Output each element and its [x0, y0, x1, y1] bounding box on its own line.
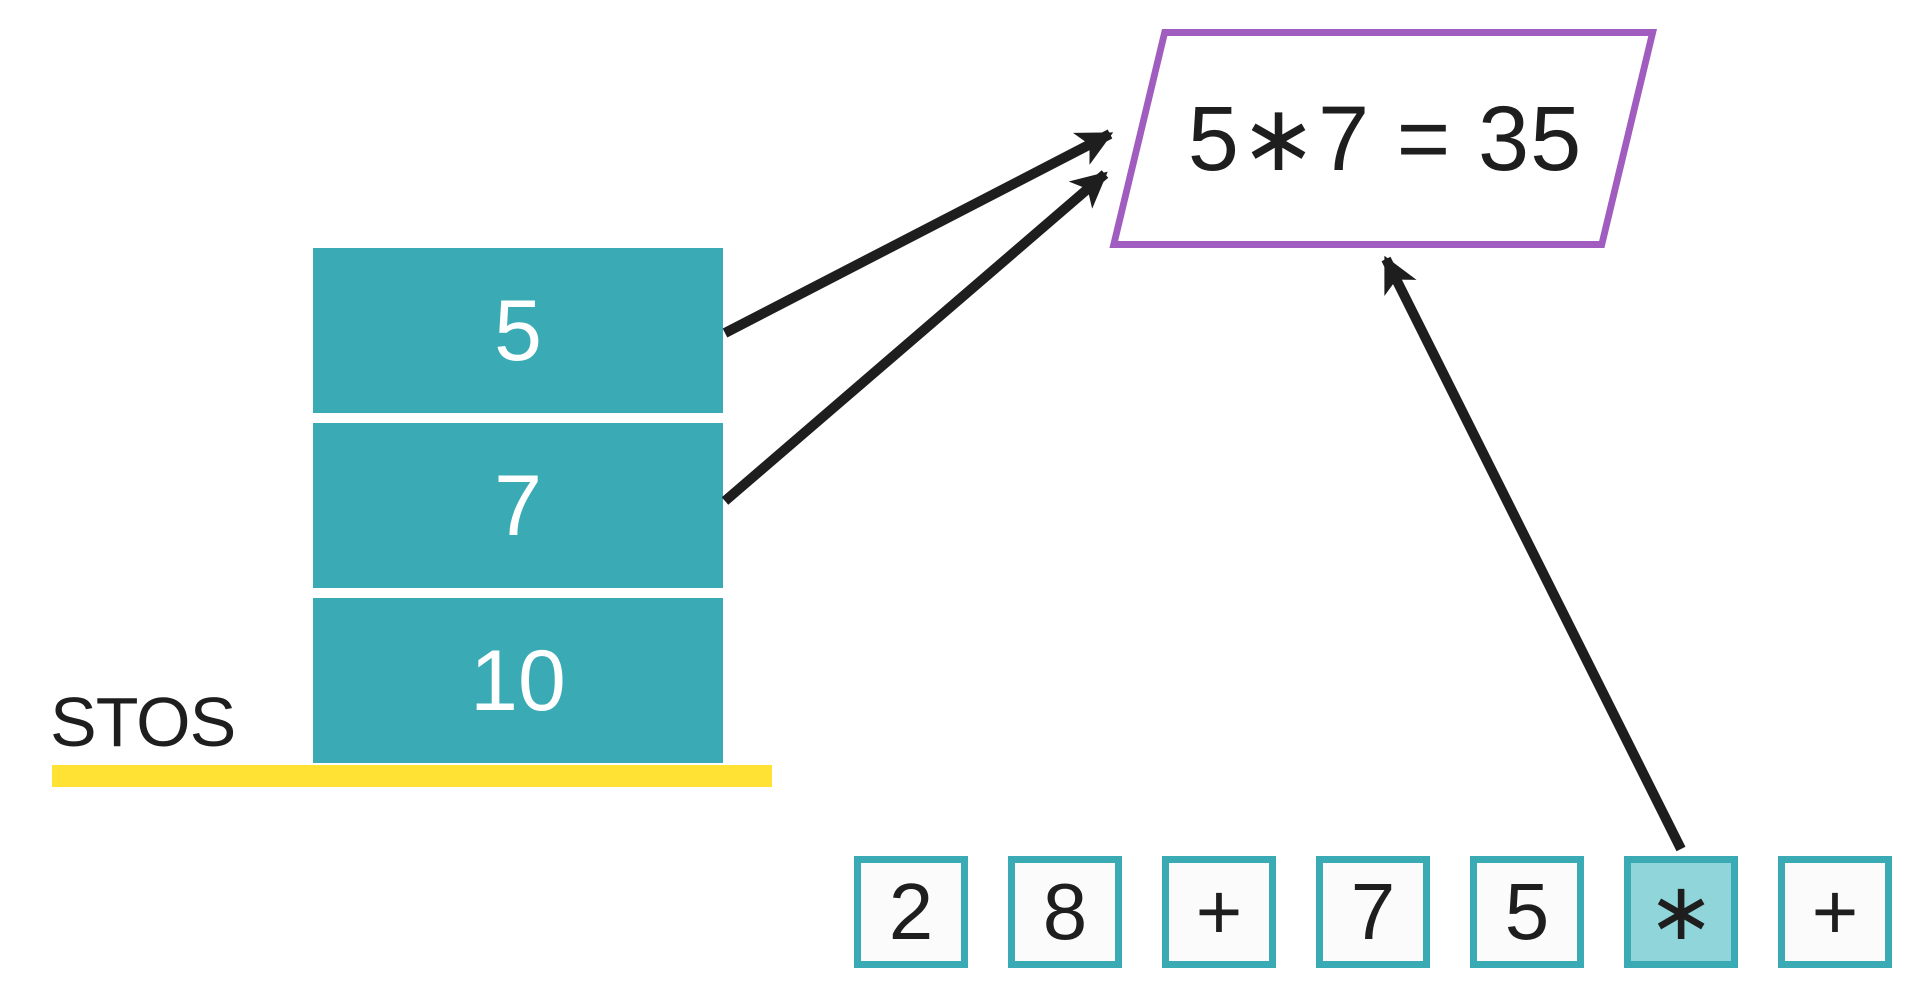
token-label: 7: [1350, 867, 1396, 956]
arrow-operand7-to-result: [721, 170, 1109, 505]
token-label: +: [1811, 867, 1859, 956]
stack-base-line: [52, 765, 772, 787]
token-label: 2: [888, 867, 934, 956]
arrow-operand5-to-result: [722, 129, 1114, 338]
stack-item-value: 5: [494, 282, 542, 379]
stack-item-top: 5: [313, 248, 723, 413]
result-text: 5∗7 = 35: [1187, 87, 1583, 190]
token: +: [1778, 856, 1892, 968]
token: 5: [1470, 856, 1584, 968]
token: 2: [854, 856, 968, 968]
token: 7: [1316, 856, 1430, 968]
stack-item-value: 7: [494, 457, 542, 554]
stack-label: STOS: [50, 683, 236, 761]
token-current-operator: ∗: [1624, 856, 1738, 968]
token-label: +: [1195, 867, 1243, 956]
arrow-operator-to-result: [1381, 255, 1686, 852]
stack-item-middle: 7: [313, 423, 723, 588]
token-label: 5: [1504, 867, 1550, 956]
stack-item-bottom: 10: [313, 598, 723, 763]
token: +: [1162, 856, 1276, 968]
token: 8: [1008, 856, 1122, 968]
token-label: 8: [1042, 867, 1088, 956]
stack-item-value: 10: [470, 632, 566, 729]
token-label: ∗: [1647, 867, 1715, 956]
